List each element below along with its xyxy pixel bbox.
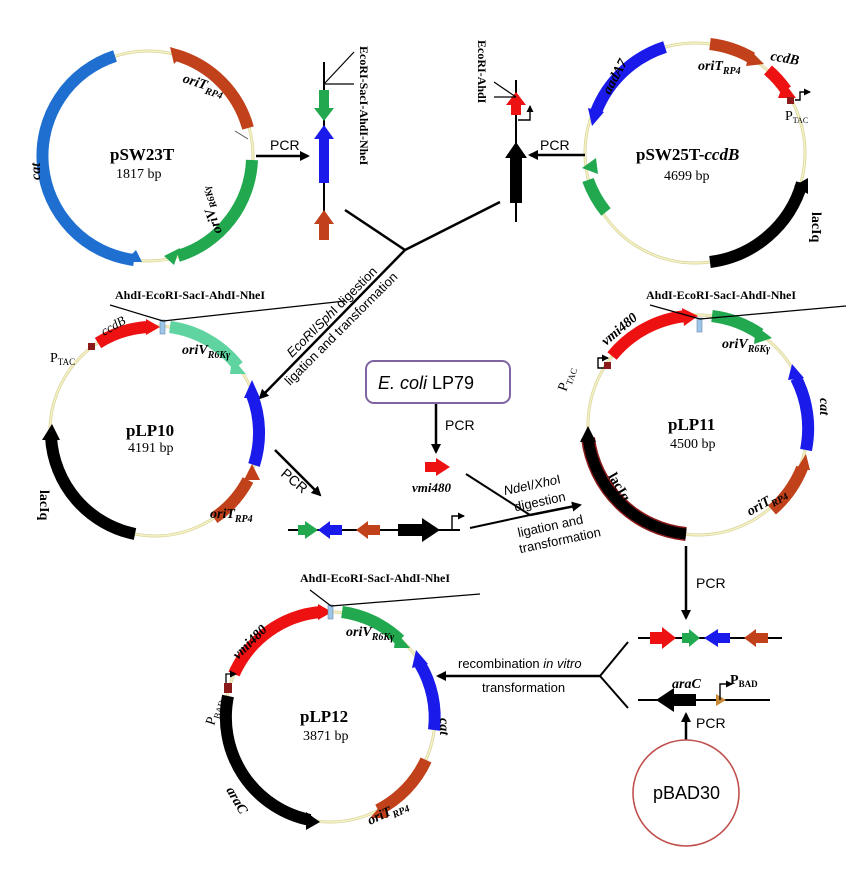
plasmid-name: pLP10	[126, 421, 174, 440]
digest-arrow	[258, 249, 406, 400]
oriv-label: oriVR6Kγ	[195, 184, 229, 236]
linear-product-2	[638, 627, 782, 649]
cat-segment	[246, 392, 266, 467]
pcr-label: PCR	[540, 137, 570, 153]
pcr-label: PCR	[278, 465, 311, 496]
laciq-segment	[709, 181, 808, 268]
transform-label: transformation	[482, 680, 565, 695]
vmi480-label: vmi480	[412, 480, 451, 495]
orit-segment	[174, 49, 254, 130]
oriv-segment	[711, 310, 764, 340]
join-line	[465, 473, 531, 516]
orit-label: oriTRP4	[210, 507, 253, 525]
plasmid-size: 4699 bp	[664, 169, 710, 184]
ptac-label: PTAC	[50, 351, 75, 367]
plasmid-size: 4500 bp	[670, 437, 716, 452]
plasmid-psw23t: pSW23T 1817 bp oriTRP4 oriVR6Kγ cat	[29, 47, 258, 266]
cat-label: cat	[29, 162, 44, 180]
join-line	[599, 641, 629, 677]
linear-product-1	[288, 512, 465, 542]
insert-sites-label: EcoRI-AhdI	[475, 40, 489, 104]
pcr-label: PCR	[270, 137, 300, 153]
plasmid-size: 3871 bp	[303, 729, 349, 744]
promoter-mark	[234, 130, 249, 140]
ligation-arrow	[529, 501, 582, 517]
plasmid-name: pLP11	[668, 415, 715, 434]
aada7-segment	[590, 41, 667, 115]
orit-segment	[709, 38, 756, 64]
orit-segment	[767, 465, 808, 515]
ptac-label: PTAC	[556, 365, 580, 394]
oriv-segment	[176, 159, 258, 262]
plasmid-name: pSW25T-ccdB	[636, 145, 739, 164]
arac-label: araC	[223, 785, 251, 818]
vmi480-segment	[228, 606, 321, 677]
cat-label: cat	[436, 718, 451, 736]
linear-product-3: araC PBAD	[638, 673, 770, 712]
oriv-segment	[582, 177, 611, 216]
ccdb-segment	[94, 321, 149, 349]
laciq-label: lacIq	[36, 490, 51, 521]
oriv-label: oriVR6Kγ	[722, 337, 771, 355]
pcr-label: PCR	[696, 715, 726, 731]
insert-sites-label: EcoRI-SacI-AhdI-NheI	[357, 46, 371, 166]
pbad-label: PBAD	[730, 673, 758, 689]
cat-segment	[790, 375, 815, 452]
plasmid-name: pLP12	[300, 707, 348, 726]
arac-segment	[219, 694, 312, 826]
oriv-label: oriVR6Kγ	[182, 343, 231, 361]
mcs-label: AhdI-EcoRI-SacI-AhdI-NheI	[300, 571, 450, 585]
orit-segment	[210, 477, 254, 523]
pcr-label: PCR	[445, 417, 475, 433]
mcs-label: AhdI-EcoRI-SacI-AhdI-NheI	[115, 288, 265, 302]
plasmid-plp10: pLP10 4191 bp ccdB oriVR6Kγ PTAC oriTRP4…	[36, 288, 346, 540]
plasmid-plp12: pLP12 3871 bp vmi480 oriVR6Kγ cat oriTRP…	[204, 571, 481, 830]
mcs-label: AhdI-EcoRI-SacI-AhdI-NheI	[646, 288, 796, 302]
plasmid-plp11: pLP11 4500 bp vmi480 oriVR6Kγ cat oriTRP…	[556, 288, 847, 541]
laciq-label: lacIq	[808, 212, 823, 243]
vmi480-fragment: vmi480	[412, 458, 451, 495]
cat-label: cat	[816, 398, 831, 416]
plasmid-name: pSW23T	[110, 145, 175, 164]
orit-label: oriTRP4	[698, 59, 741, 77]
ecoli-source-box: E. coli LP79	[365, 360, 511, 404]
pcr-label: PCR	[696, 575, 726, 591]
pcr-arrow	[274, 449, 322, 497]
join-line	[344, 208, 406, 252]
plasmid-size: 1817 bp	[116, 167, 162, 182]
join-line	[404, 200, 501, 252]
laciq-segment	[45, 436, 137, 540]
cat-segment	[36, 50, 135, 266]
ecoli-label: E. coli LP79	[378, 373, 474, 393]
join-line	[469, 514, 531, 529]
plasmid-psw25t: pSW25T-ccdB 4699 bp aadA7 oriTRP4 ccdB P…	[582, 38, 823, 268]
insert-cassette-2: EcoRI-AhdI	[475, 40, 534, 222]
arac-label: araC	[672, 677, 701, 692]
plasmid-size: 4191 bp	[128, 441, 174, 456]
join-line	[599, 675, 629, 709]
recomb-label: recombination in vitro	[458, 656, 582, 671]
insert-cassette-1: EcoRI-SacI-AhdI-NheI	[314, 46, 371, 240]
ccdb-label: ccdB	[769, 49, 800, 69]
plasmid-name: pBAD30	[653, 783, 720, 803]
ptac-label: PTAC	[785, 109, 808, 125]
svg-text:NdeI/XhoI: NdeI/XhoI	[502, 471, 562, 498]
oriv-label: oriVR6Kγ	[346, 625, 395, 643]
cat-segment	[414, 660, 441, 731]
vmi480-segment	[607, 310, 687, 360]
plasmid-pbad30: pBAD30	[632, 739, 740, 847]
orit-segment	[375, 757, 432, 816]
